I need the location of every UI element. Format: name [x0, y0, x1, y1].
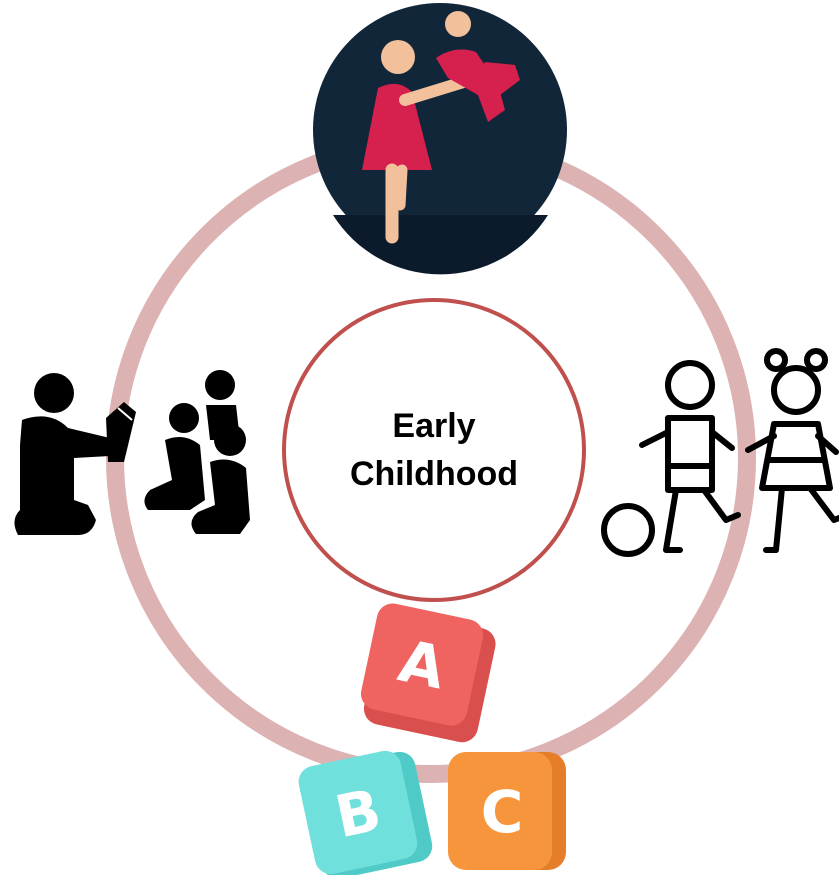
block-b: B	[298, 750, 433, 875]
center-circle: Early Childhood	[282, 298, 586, 602]
block-a: A	[360, 603, 496, 743]
abc-blocks-icon: A B C	[298, 603, 566, 875]
block-c: C	[448, 752, 566, 870]
block-c-letter: C	[481, 778, 524, 846]
teacher-reading-to-children-icon	[14, 370, 250, 535]
children-playing-ball-icon	[601, 348, 839, 557]
mother-lifting-baby-icon	[313, 3, 567, 275]
center-label-line2: Childhood	[350, 455, 518, 493]
center-label-line1: Early	[392, 407, 475, 445]
